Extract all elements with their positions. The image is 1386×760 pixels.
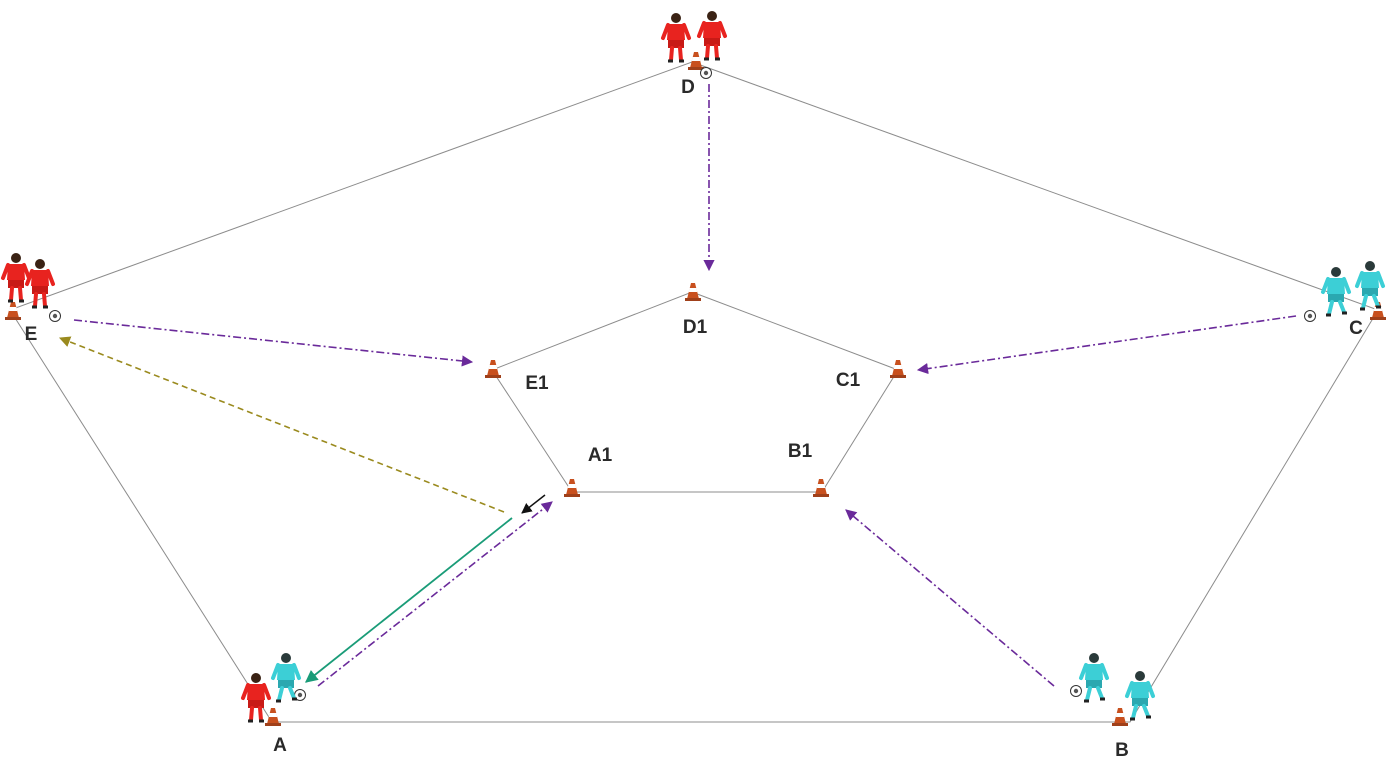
cone-a: [265, 708, 281, 726]
pass-arrow-a-to-a1: [317, 501, 553, 687]
label-b1: B1: [788, 441, 813, 462]
football-icon: [49, 310, 61, 322]
football-icon: [700, 67, 712, 79]
cone-d: [688, 52, 704, 70]
cone-d1: [685, 283, 701, 301]
inner-pentagon: [491, 291, 899, 493]
pass-arrow-e-to-e1: [73, 319, 474, 367]
run-arrow-to-e: [58, 336, 505, 513]
label-a1: A1: [588, 445, 613, 466]
label-d: D: [681, 77, 695, 98]
football-icon: [1070, 685, 1082, 697]
player-figure-icon: [697, 9, 727, 61]
label-c: C: [1349, 318, 1363, 339]
football-icon: [1304, 310, 1316, 322]
return-pass-arrow: [305, 517, 513, 683]
pass-arrow-c-to-c1: [916, 315, 1297, 375]
label-b: B: [1115, 740, 1129, 760]
player-figure-icon: [1079, 651, 1109, 703]
label-a: A: [273, 735, 287, 756]
short-arrow: [521, 494, 546, 514]
cone-e: [5, 302, 21, 320]
player-figure-icon: [1, 251, 31, 303]
cone-b1: [813, 479, 829, 497]
outer-pentagon: [9, 61, 1379, 723]
label-e: E: [25, 324, 38, 345]
player-figure-icon: [1125, 669, 1155, 721]
player-figure-icon: [661, 11, 691, 63]
player-figure-icon: [1355, 259, 1385, 311]
label-e1: E1: [525, 373, 549, 394]
cone-c1: [890, 360, 906, 378]
pass-arrow-b-to-b1: [845, 509, 1055, 687]
label-d1: D1: [683, 317, 708, 338]
cone-e1: [485, 360, 501, 378]
cone-a1: [564, 479, 580, 497]
cone-b: [1112, 708, 1128, 726]
player-figure-icon: [25, 257, 55, 309]
label-c1: C1: [836, 370, 861, 391]
player-figure-icon: [241, 671, 271, 723]
